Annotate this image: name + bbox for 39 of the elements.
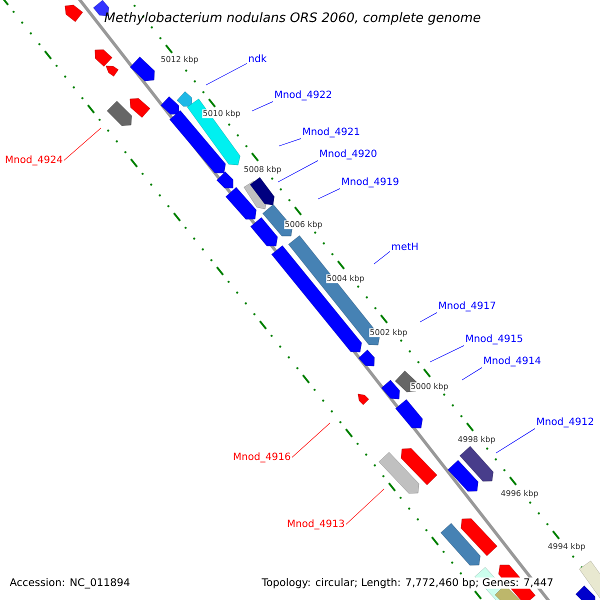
title: Methylobacterium nodulans ORS 2060, complete genome [104, 12, 480, 25]
gene-label: Mnod_4922 [275, 90, 332, 100]
gene-label: ndk [249, 54, 267, 62]
gene-label: Mnod_4920 [320, 149, 376, 160]
leader-line [496, 428, 536, 454]
gene-label: Mnod_4921 [303, 127, 360, 138]
gene-label: metH [392, 242, 418, 250]
leader-line [64, 128, 102, 161]
tick-label: 5002 kbp [369, 328, 408, 338]
tick-label: 5012 kbp [160, 55, 199, 64]
tick-label: 4994 kbp [547, 542, 586, 552]
gene-label: Mnod_4913 [288, 519, 344, 530]
tick-label: 5010 kbp [202, 109, 241, 118]
tick-label: 5008 kbp [243, 165, 282, 174]
gene-label: Mnod_4914 [484, 356, 541, 366]
leader-line [292, 422, 330, 458]
footer-text: Accession: NC_011894 [9, 578, 131, 589]
leader-line [430, 345, 464, 362]
tick-label: 4998 kbp [457, 435, 496, 444]
tick-label: 5006 kbp [284, 220, 323, 230]
tick-label: 5000 kbp [410, 382, 449, 392]
leader-line [278, 160, 318, 182]
leader-line [318, 188, 340, 200]
gene-label: Mnod_4919 [342, 177, 398, 188]
leader-line [206, 63, 248, 86]
tick-label: 5004 kbp [326, 274, 365, 284]
footer-text: Topology: circular; Length: 7,772,460 bp; Genes: 7,447 [261, 578, 554, 589]
leader-line [252, 101, 274, 112]
leader-line [420, 312, 438, 322]
leader-line [374, 251, 390, 264]
gene-label: Mnod_4924 [6, 155, 62, 166]
leader-line [462, 367, 482, 380]
leader-line [346, 488, 384, 525]
tick-label: 4996 kbp [500, 489, 539, 498]
gene-label: Mnod_4917 [439, 301, 496, 312]
leader-line [278, 138, 302, 146]
gene-label: Mnod_4916 [234, 452, 290, 462]
gene-label: Mnod_4912 [537, 417, 594, 428]
gene-label: Mnod_4915 [466, 334, 522, 344]
